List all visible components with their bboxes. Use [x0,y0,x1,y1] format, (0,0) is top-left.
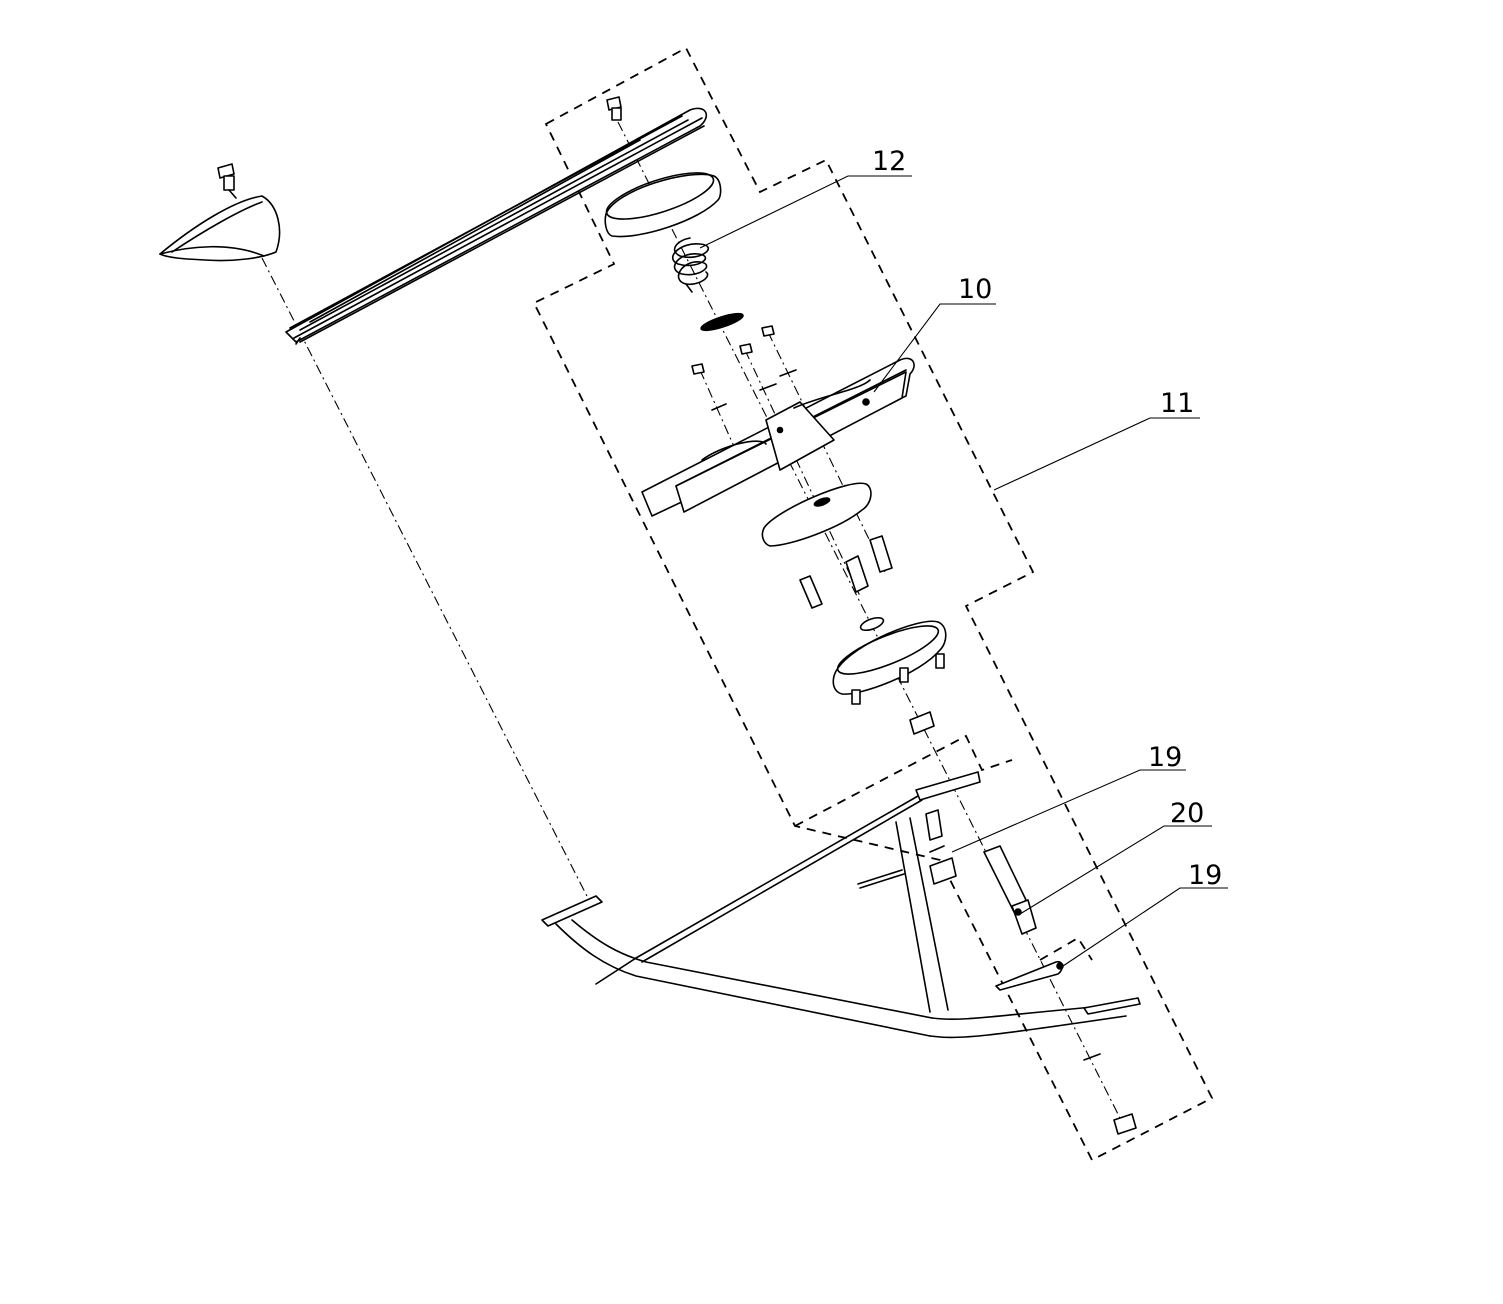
axis-left [261,257,593,907]
leader-lines [699,175,1228,969]
spacer [859,616,885,632]
seat-board [285,107,708,345]
board-bolt [606,96,622,121]
leader-11 [993,417,1200,491]
leader-10 [873,303,996,393]
bushing [909,711,935,735]
callout-19-lower: 19 [1188,860,1222,891]
bottom-group-box [1039,936,1093,961]
axis-bolt-c [767,331,886,573]
spring [671,237,709,293]
frame-hardware [925,809,1137,1135]
cover-bolt [217,163,237,199]
upper-group-box [532,46,1214,1162]
axis-bolt-b [744,349,861,597]
leader-19b [1059,887,1228,969]
callout-12: 12 [872,146,906,177]
lower-group-box [794,734,1013,827]
leader-19a [951,769,1186,853]
leader-12 [699,175,912,249]
lower-plate [761,482,872,547]
upper-disc [604,172,722,238]
callout-19-upper: 19 [1148,742,1182,773]
callout-20: 20 [1170,798,1204,829]
group-boxes [532,46,1214,1162]
swivel-bracket [641,357,915,517]
callout-10: 10 [958,274,992,305]
caster-disc [832,620,947,705]
small-bolts [691,325,797,411]
long-bolts [799,535,893,609]
frame [541,771,1141,1039]
end-cap-cover [159,195,281,262]
callout-11: 11 [1160,388,1194,419]
leader-20 [1019,825,1212,915]
callout-labels: 12 10 11 19 20 19 [872,146,1222,891]
spring-washer [700,312,744,332]
